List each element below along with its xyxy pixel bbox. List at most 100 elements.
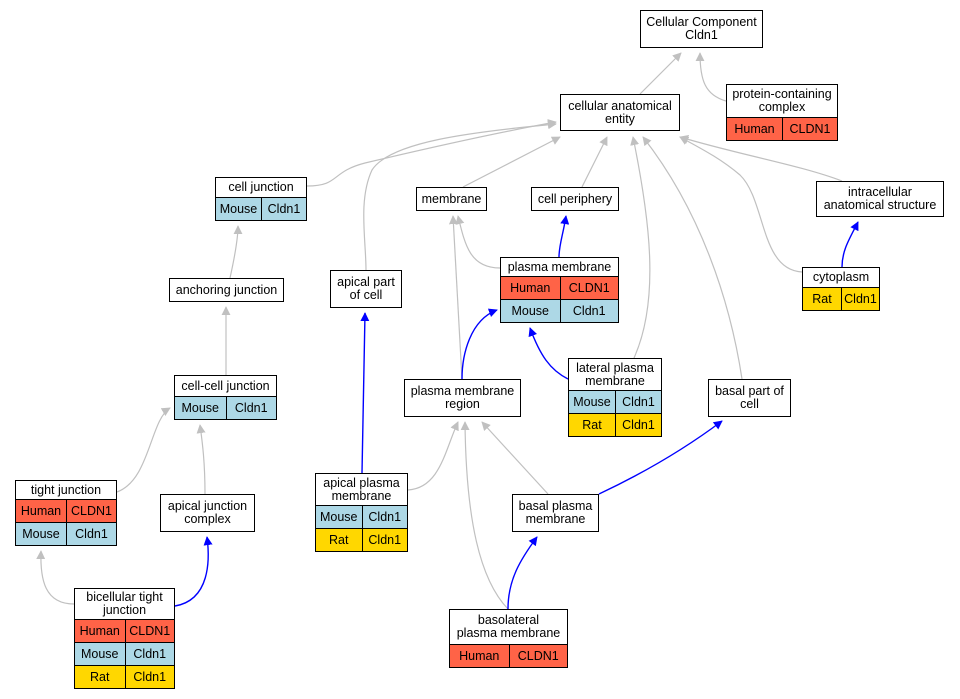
annotation-row: Rat Cldn1 [569,413,661,436]
species-label: Mouse [573,395,611,409]
edge-apical-junction-complex-is-a-cell-cell-junction [196,424,206,495]
edge-cell-junction-is-a-cellular-anatomical-entity [306,118,557,187]
node-membrane: membrane [416,187,487,211]
gene-label: Cldn1 [124,643,175,665]
annotation-row: Rat Cldn1 [75,665,174,688]
species-label: Human [79,624,120,638]
node-title: basal plasma membrane [518,499,593,526]
gene-label: CLDN1 [124,620,175,642]
gene-label: Cldn1 [361,529,408,551]
species-label: Mouse [181,401,220,415]
gene-label: CLDN1 [559,277,619,299]
edge-plasma-membrane-region-part-of-plasma-membrane [461,308,498,380]
gene-label: Cldn1 [615,414,661,436]
species-label: Mouse [319,510,358,524]
node-title: membrane [421,191,482,206]
species-label: Mouse [511,304,550,318]
edge-lateral-plasma-membrane-is-a-cellular-anatomical-entity [630,136,651,359]
node-title: tight junction [30,482,102,497]
edge-membrane-is-a-cellular-anatomical-entity [462,136,561,188]
node-cell-periphery: cell periphery [531,187,619,211]
node-apical-junction-complex: apical junction complex [160,494,255,532]
node-title: anchoring junction [175,282,278,297]
node-title: intracellular anatomical structure [823,185,937,212]
node-apical-part-of-cell: apical part of cell [330,270,402,308]
edge-bicellular-tight-junction-is-a-tight-junction [36,550,75,605]
edge-cytoplasm-is-a-cellular-anatomical-entity [679,136,803,273]
edge-basal-part-of-cell-is-a-cellular-anatomical-entity [642,136,743,380]
annotation-row: Rat Cldn1 [316,528,407,551]
node-cellular-anatomical-entity: cellular anatomical entity [560,94,680,131]
gene-label: Cldn1 [66,523,116,545]
gene-label: Cldn1 [361,506,408,528]
species-label: Human [459,649,500,663]
node-title: cell-cell junction [181,378,270,393]
node-title: plasma membrane region [410,384,515,411]
gene-label: Cldn1 [559,300,619,322]
node-title: apical plasma membrane [323,475,400,503]
edge-cell-periphery-is-a-cellular-anatomical-entity [581,136,608,188]
species-label: Rat [329,533,349,547]
species-label: Mouse [219,202,258,216]
edge-bicellular-tight-junction-part-of-apical-junction-complex [174,536,213,607]
node-title: cell junction [228,180,294,194]
node-title: apical part of cell [337,275,395,302]
species-label: Rat [582,418,602,432]
edge-lateral-plasma-membrane-part-of-plasma-membrane [528,327,569,380]
edge-apical-plasma-membrane-is-a-plasma-membrane-region [407,421,459,491]
annotation-row: Rat Cldn1 [803,287,879,310]
species-label: Human [20,504,62,518]
annotation-row: Human CLDN1 [450,644,567,667]
species-label: Rat [812,292,832,306]
edge-basal-plasma-membrane-is-a-plasma-membrane-region [481,421,549,495]
gene-label: CLDN1 [508,645,568,667]
node-basal-part-of-cell: basal part of cell [708,379,791,417]
edge-basolateral-plasma-membrane-part-of-basal-plasma-membrane [507,536,538,610]
edge-basolateral-plasma-membrane-is-a-plasma-membrane-region [460,421,509,610]
annotation-row: Mouse Cldn1 [569,390,661,413]
node-title: apical junction complex [167,499,248,526]
gene-label: Cldn1 [841,288,879,310]
edge-protein-containing-complex-is-a-cellular-component [695,52,727,102]
annotation-row: Mouse Cldn1 [501,299,618,322]
node-title: bicellular tight junction [86,590,163,617]
gene-label: CLDN1 [66,500,116,522]
edge-anchoring-junction-is-a-cell-junction [229,225,243,279]
node-intracellular-anatomical-structure: intracellular anatomical structure [816,181,944,217]
node-plasma-membrane-region: plasma membrane region [404,379,521,417]
gene-label: Cldn1 [615,391,661,413]
species-label: Rat [90,670,110,684]
edge-plasma-membrane-part-of-cell-periphery [558,215,570,258]
species-label: Mouse [22,527,60,541]
node-title: lateral plasma membrane [576,360,654,388]
edge-apical-plasma-membrane-part-of-apical-part-of-cell [360,312,370,474]
node-title: protein-containing complex [732,87,832,114]
node-title: cell periphery [537,191,613,206]
node-title: basolateral plasma membrane [456,613,561,640]
edge-intracellular-anatomical-structure-is-a-cellular-anatomical-entity [679,135,843,182]
gene-label: Cldn1 [124,666,175,688]
annotation-row: Human CLDN1 [75,619,174,642]
edge-plasma-membrane-is-a-membrane [455,215,501,269]
gene-label: CLDN1 [782,118,837,140]
annotation-row: Human CLDN1 [16,499,116,522]
edge-apical-part-of-cell-is-a-cellular-anatomical-entity [363,120,557,271]
node-title: basal part of cell [715,384,784,411]
node-cellular-component: Cellular Component Cldn1 [640,10,763,48]
